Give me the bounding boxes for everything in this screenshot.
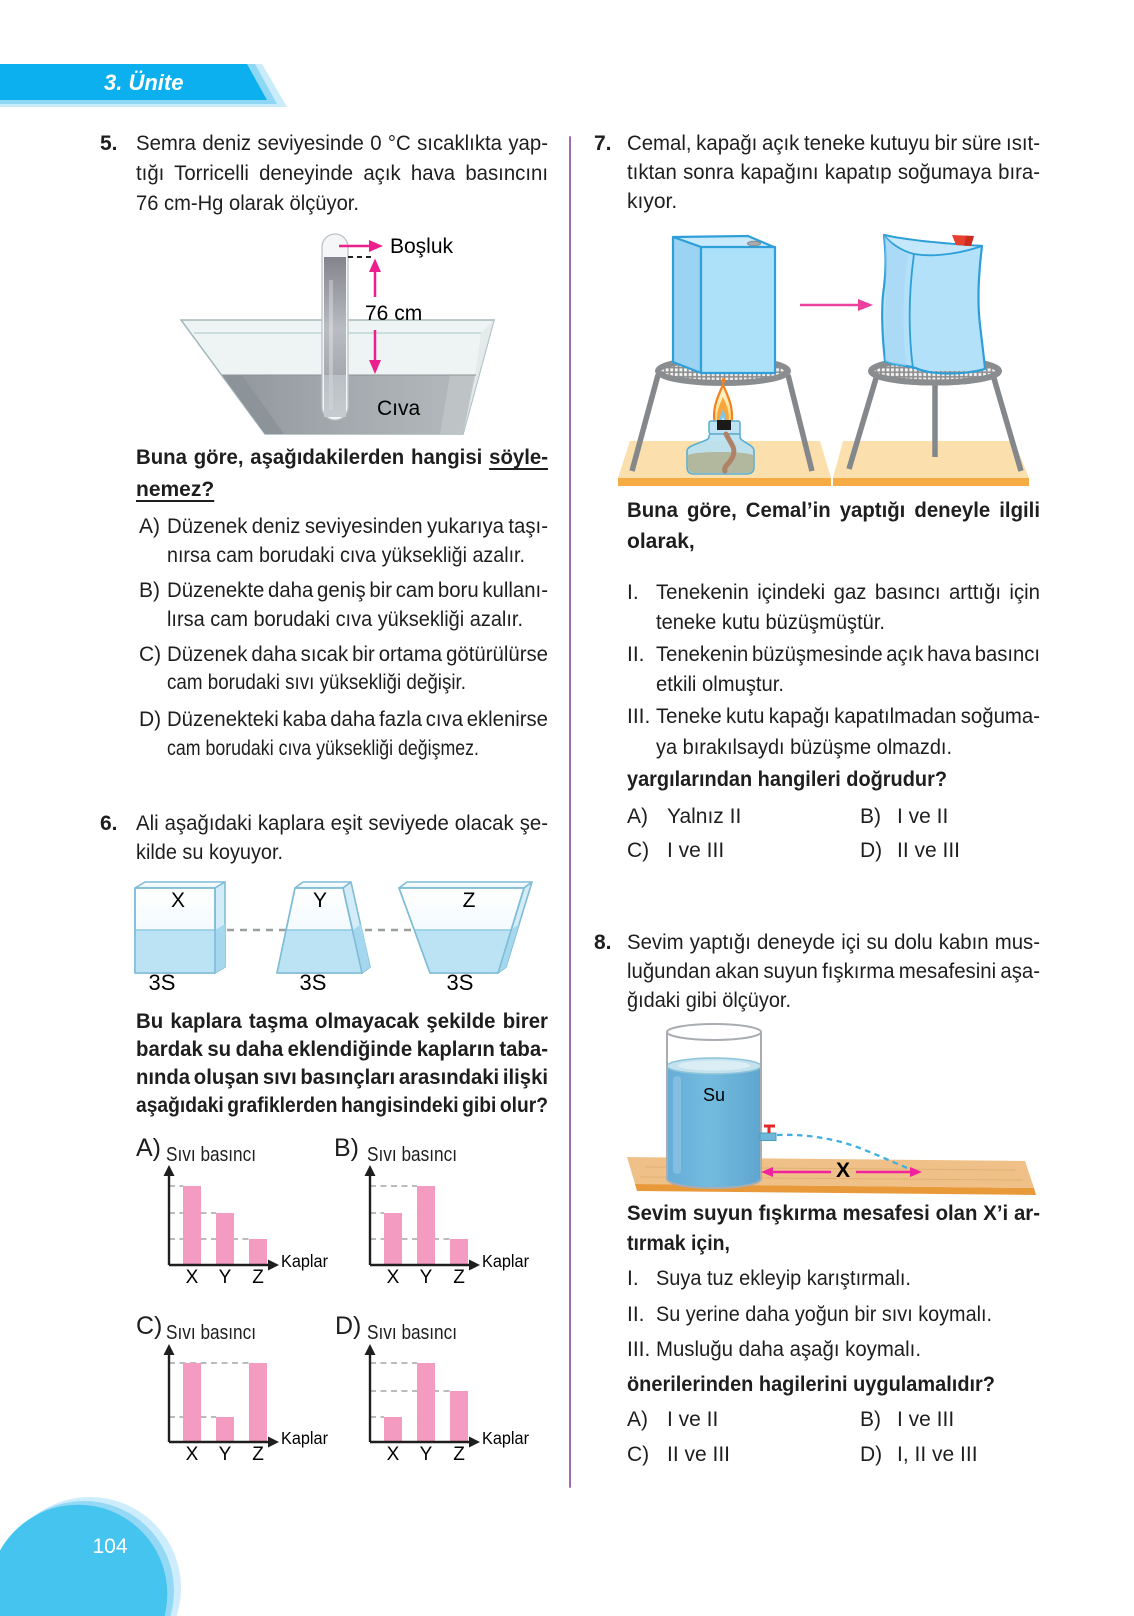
svg-text:3S: 3S: [300, 970, 327, 995]
svg-text:Z: Z: [252, 1444, 264, 1465]
svg-text:X: X: [387, 1267, 400, 1288]
svg-text:3S: 3S: [447, 970, 474, 995]
svg-text:Y: Y: [420, 1267, 433, 1288]
svg-text:Z: Z: [453, 1444, 465, 1465]
svg-text:Kaplar: Kaplar: [281, 1428, 328, 1448]
svg-text:Kaplar: Kaplar: [482, 1428, 529, 1448]
svg-text:Su: Su: [703, 1085, 725, 1105]
svg-text:Cıva: Cıva: [377, 397, 421, 420]
svg-text:Z: Z: [453, 1267, 465, 1288]
svg-text:3S: 3S: [149, 970, 176, 995]
svg-text:Kaplar: Kaplar: [482, 1251, 529, 1271]
svg-text:X: X: [171, 889, 185, 912]
svg-text:Y: Y: [313, 889, 327, 912]
svg-text:X: X: [186, 1444, 199, 1465]
svg-text:Boşluk: Boşluk: [390, 235, 454, 258]
svg-text:Y: Y: [219, 1444, 232, 1465]
svg-text:Y: Y: [420, 1444, 433, 1465]
svg-text:Z: Z: [252, 1267, 264, 1288]
svg-text:76 cm: 76 cm: [365, 302, 422, 325]
svg-text:Z: Z: [463, 889, 476, 912]
svg-text:X: X: [186, 1267, 199, 1288]
svg-text:Y: Y: [219, 1267, 232, 1288]
svg-text:Kaplar: Kaplar: [281, 1251, 328, 1271]
svg-text:X: X: [836, 1159, 850, 1182]
svg-text:X: X: [387, 1444, 400, 1465]
svg-text:104: 104: [92, 1535, 127, 1558]
